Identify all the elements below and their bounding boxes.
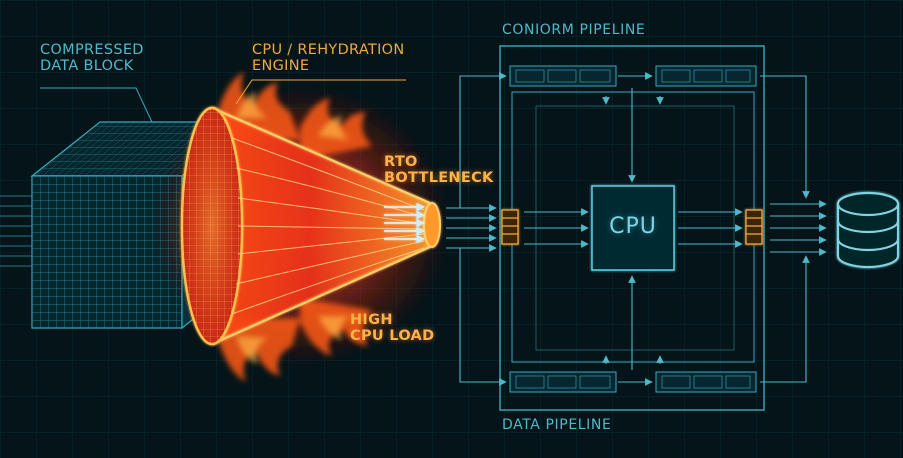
database-cylinder-icon	[836, 191, 900, 269]
bottleneck-label-line1: RTO	[384, 154, 418, 170]
top-pipeline-title: CONIORM PIPELINE	[502, 22, 646, 38]
incoming-stream-lines	[0, 195, 32, 267]
database-input-arrows	[770, 200, 827, 256]
rehydration-funnel	[180, 106, 441, 346]
pipeline-modules	[509, 65, 757, 393]
engine-label-line1: CPU / REHYDRATION	[252, 42, 405, 58]
engine-label-line2: ENGINE	[252, 57, 310, 74]
buffer-register-icon	[501, 209, 519, 245]
module-slots	[515, 69, 751, 389]
pipeline-routing	[459, 72, 810, 386]
nozzle-output-arrows	[384, 202, 425, 244]
bottleneck-label-line2: BOTTLENECK	[384, 169, 494, 186]
pipeline-input-arrows	[446, 204, 497, 252]
compressed-block-label-line1: COMPRESSED	[40, 42, 144, 58]
bottom-pipeline-title: DATA PIPELINE	[502, 417, 612, 433]
cpu-box	[591, 185, 675, 271]
compressed-block-label-line2: DATA BLOCK	[40, 57, 134, 74]
cpu-load-label: HIGH CPU LOAD	[350, 312, 435, 344]
buffer-register-icon	[745, 209, 763, 245]
cpu-output-arrows	[678, 208, 743, 248]
label-leader-lines	[40, 79, 406, 123]
cpu-load-label-line2: CPU LOAD	[350, 327, 435, 344]
engine-label: CPU / REHYDRATION ENGINE	[252, 42, 405, 74]
compressed-block-label: COMPRESSED DATA BLOCK	[40, 42, 144, 74]
cpu-label: CPU	[609, 214, 657, 239]
cpu-load-label-line1: HIGH	[350, 312, 393, 328]
cpu-input-arrows	[524, 208, 589, 248]
bottleneck-label: RTO BOTTLENECK	[384, 154, 494, 186]
